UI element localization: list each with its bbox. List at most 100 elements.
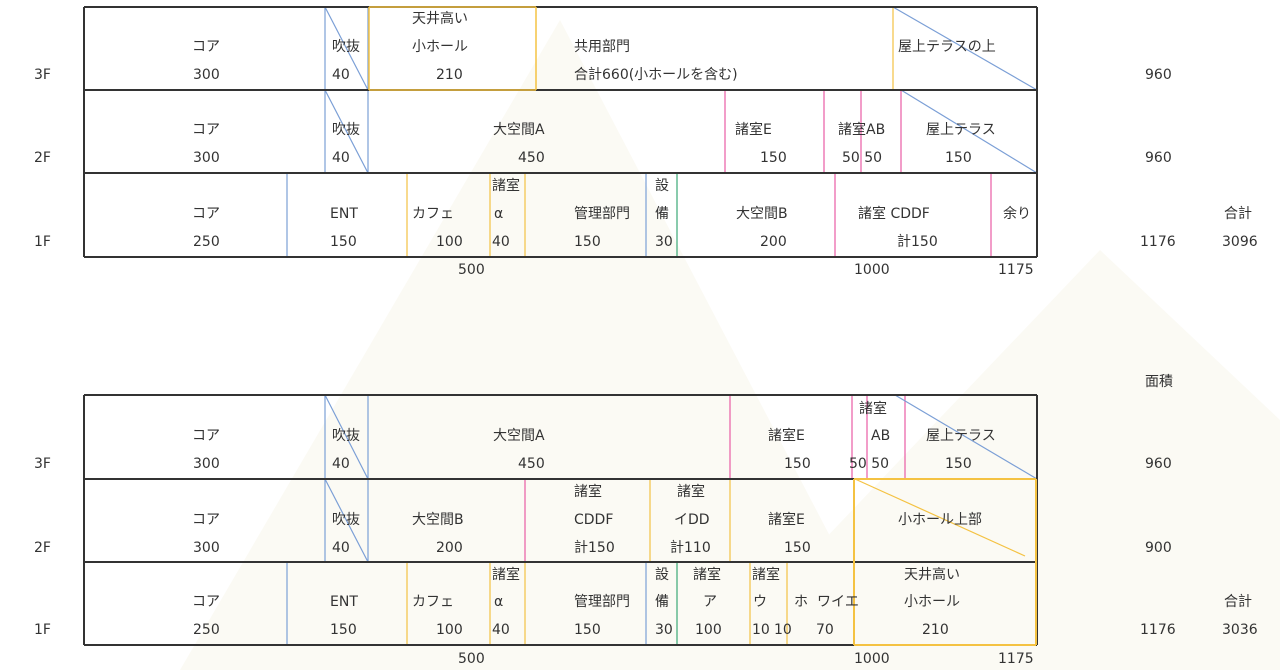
cell-label: 大空間B <box>412 512 464 528</box>
cell-value: 100 <box>436 622 463 638</box>
floor-label-2f: 2F <box>34 150 51 166</box>
cell-label: CDDF <box>574 512 614 528</box>
cell-note: 諸室 <box>859 401 887 417</box>
cell-value: 210 <box>436 67 463 83</box>
cell-label: 吹抜 <box>332 428 360 444</box>
cell-value: 40 <box>332 150 350 166</box>
scale-label: 1000 <box>854 651 890 667</box>
cell-value: 150 <box>760 150 787 166</box>
diagonal-line <box>854 478 1026 557</box>
cell-label: カフェ <box>412 206 454 222</box>
cell-label: 共用部門 <box>574 39 630 55</box>
floor-area: 1176 <box>1140 234 1176 250</box>
cell-note: 諸室 <box>752 567 780 583</box>
cell-value: 200 <box>760 234 787 250</box>
cell-value: 計150 <box>897 234 938 250</box>
cell-value: 300 <box>193 456 220 472</box>
diagonal-line <box>900 89 1038 174</box>
total-label: 合計 <box>1224 206 1252 222</box>
scale-label: 1175 <box>998 262 1034 278</box>
cell-value: 150 <box>330 622 357 638</box>
cell-label: ENT <box>330 594 358 610</box>
cell-note: 諸室 <box>492 178 520 194</box>
cell-note: 設 <box>655 178 669 194</box>
cell-label: 諸室E <box>735 122 772 138</box>
cell-note: 諸室 <box>677 484 705 500</box>
cell-label: 諸室 CDDF <box>858 206 930 222</box>
cell-value: 計150 <box>574 540 615 556</box>
cell-label: α <box>494 206 504 222</box>
cell-value: 250 <box>193 234 220 250</box>
cell-value: 300 <box>193 540 220 556</box>
cell-label: コア <box>192 594 220 610</box>
floor-area: 960 <box>1145 456 1172 472</box>
diagonal-line <box>324 394 369 480</box>
cell-value: 150 <box>945 456 972 472</box>
total-value: 3096 <box>1222 234 1258 250</box>
cell-label: 小ホール上部 <box>898 512 982 528</box>
cell-label: 大空間A <box>493 428 545 444</box>
cell-label: 吹抜 <box>332 512 360 528</box>
cell-value: 合計660(小ホールを含む) <box>574 67 738 83</box>
cell-label: コア <box>192 122 220 138</box>
cell-label: コア <box>192 39 220 55</box>
total-label: 合計 <box>1224 594 1252 610</box>
cell-value: 450 <box>518 456 545 472</box>
cell-label: AB <box>871 428 891 444</box>
cell-note: 天井高い <box>412 11 468 27</box>
cell-value: 40 <box>492 234 510 250</box>
scale-label: 500 <box>458 262 485 278</box>
cell-value: 40 <box>332 456 350 472</box>
cell-label: 小ホール <box>412 39 468 55</box>
cell-label: 屋上テラス <box>926 122 996 138</box>
cell-label: コア <box>192 512 220 528</box>
cell-label: 屋上テラスの上 <box>898 39 996 55</box>
floor-label-2f: 2F <box>34 540 51 556</box>
cell-label: 小ホール <box>904 594 960 610</box>
cell-value: 50 50 <box>842 150 883 166</box>
cell-value: 70 <box>816 622 834 638</box>
cell-value: 450 <box>518 150 545 166</box>
cell-value: 150 <box>574 234 601 250</box>
total-value: 3036 <box>1222 622 1258 638</box>
cell-label: 諸室AB <box>838 122 886 138</box>
cell-label: 吹抜 <box>332 122 360 138</box>
cell-label: 管理部門 <box>574 206 630 222</box>
cell-value: 210 <box>922 622 949 638</box>
floor-label-3f: 3F <box>34 456 51 472</box>
cell-note: 設 <box>655 567 669 583</box>
cell-value: 40 <box>332 67 350 83</box>
cell-value: 30 <box>655 234 673 250</box>
diagonal-line <box>324 6 369 91</box>
floor-area: 1176 <box>1140 622 1176 638</box>
cell-label: 管理部門 <box>574 594 630 610</box>
cell-value: 50 50 <box>849 456 890 472</box>
diagonal-line <box>894 394 1038 480</box>
cell-value: 300 <box>193 150 220 166</box>
scale-label: 500 <box>458 651 485 667</box>
cell-value: 150 <box>784 540 811 556</box>
cell-label: コア <box>192 206 220 222</box>
cell-label: 大空間B <box>736 206 788 222</box>
cell-label: 吹抜 <box>332 39 360 55</box>
cell-value: 40 <box>332 540 350 556</box>
cell-value: 30 <box>655 622 673 638</box>
floor-area: 960 <box>1145 67 1172 83</box>
cell-note: 諸室 <box>492 567 520 583</box>
cell-label: ア <box>703 594 717 610</box>
cell-value: 150 <box>945 150 972 166</box>
cell-label: 備 <box>655 206 669 222</box>
cell-value: 100 <box>436 234 463 250</box>
cell-value: 150 <box>574 622 601 638</box>
cell-value: 40 <box>492 622 510 638</box>
cell-label: コア <box>192 428 220 444</box>
scale-label: 1000 <box>854 262 890 278</box>
floor-area: 960 <box>1145 150 1172 166</box>
diagonal-line <box>324 89 369 174</box>
cell-note: 諸室 <box>574 484 602 500</box>
diagonal-line <box>892 6 1038 91</box>
cell-label: 大空間A <box>493 122 545 138</box>
cell-label: カフェ <box>412 594 454 610</box>
